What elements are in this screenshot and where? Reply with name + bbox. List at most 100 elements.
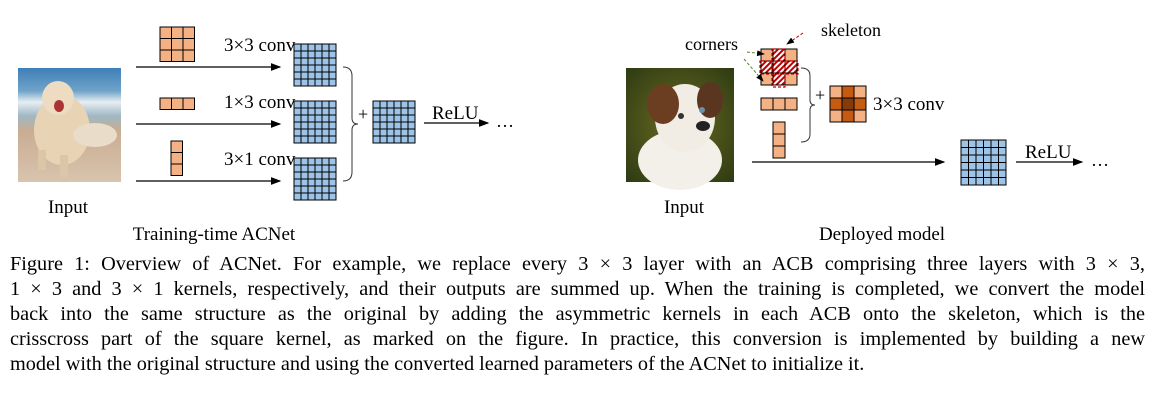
grid-cell: [171, 38, 184, 51]
grid-cell: [300, 164, 309, 173]
grid-cell: [314, 185, 323, 194]
grid-cell: [328, 78, 337, 87]
grid-cell: [990, 162, 999, 171]
caption-line: 1 × 3 and 3 × 1 kernels, respectively, a…: [10, 278, 1145, 300]
grid-cell: [307, 100, 316, 109]
grid-cell: [314, 128, 323, 137]
grid-cell: [990, 177, 999, 186]
branch-3x3: 3×3 conv: [136, 26, 296, 71]
grid-cell: [975, 139, 984, 148]
grid-cell: [307, 121, 316, 130]
grid-cell: [328, 107, 337, 116]
grid-cell: [372, 114, 381, 123]
grid-cell: [293, 135, 302, 144]
grid-cell: [328, 57, 337, 66]
grid-cell: [300, 71, 309, 80]
grid-cell: [314, 178, 323, 187]
grid-cell: [300, 171, 309, 180]
grid-cell: [983, 147, 992, 156]
grid-cell: [182, 26, 195, 39]
grid-cell: [314, 107, 323, 116]
grid-cell: [407, 107, 416, 116]
grid-cell: [328, 135, 337, 144]
grid-cell: [300, 192, 309, 201]
grid-cell: [321, 78, 330, 87]
grid-cell: [960, 139, 969, 148]
grid-cell: [829, 85, 843, 99]
grid-cell: [307, 135, 316, 144]
grid-cell: [293, 100, 302, 109]
kernel-3x1-icon: [772, 121, 786, 159]
grid-cell: [386, 100, 395, 109]
grid-cell: [990, 139, 999, 148]
grid-cell: [293, 71, 302, 80]
grid-cell: [300, 185, 309, 194]
grid-cell: [407, 135, 416, 144]
grid-cell: [307, 43, 316, 52]
grid-cell: [393, 107, 402, 116]
feature-map: [293, 43, 337, 87]
kernel-3x3-icon: [159, 26, 195, 62]
grid-cell: [307, 128, 316, 137]
grid-cell: [328, 43, 337, 52]
grid-cell: [293, 171, 302, 180]
grid-cell: [372, 128, 381, 137]
branch-3x1: 3×1 conv: [136, 140, 296, 185]
branch-label-1x3: 1×3 conv: [224, 92, 296, 113]
grid-cell: [983, 154, 992, 163]
grid-cell: [841, 97, 855, 111]
kernel-1x3-icon: [159, 97, 195, 110]
ellipsis: …: [1091, 150, 1109, 170]
caption-line: crisscross part of the square kernel, as…: [10, 328, 1145, 350]
grid-cell: [321, 107, 330, 116]
branch-label-3x3: 3×3 conv: [224, 35, 296, 56]
input-image-australian-shepherd: [626, 68, 734, 190]
grid-cell: [400, 128, 409, 137]
kernel-3x1-icon: [170, 140, 183, 176]
plus-sign: +: [358, 104, 368, 124]
grid-cell: [314, 135, 323, 144]
grid-cell: [968, 169, 977, 178]
grid-cell: [772, 121, 786, 135]
grid-cell: [983, 162, 992, 171]
grid-cell: [760, 72, 774, 86]
grid-cell: [960, 169, 969, 178]
grid-cell: [998, 162, 1007, 171]
grid-cell: [379, 135, 388, 144]
grid-cell: [293, 192, 302, 201]
grid-cell: [968, 177, 977, 186]
panel-title-deployed: Deployed model: [819, 224, 945, 245]
grid-cell: [293, 185, 302, 194]
grid-cell: [314, 157, 323, 166]
grid-cell: [307, 185, 316, 194]
grid-cell: [784, 97, 798, 111]
grid-cell: [300, 50, 309, 59]
grid-cell: [314, 64, 323, 73]
grid-cell: [328, 178, 337, 187]
grid-cell: [314, 43, 323, 52]
grid-cell: [853, 85, 867, 99]
feature-map: [293, 157, 337, 201]
grid-cell: [772, 145, 786, 159]
caption-line: back into the same structure as the orig…: [10, 303, 1145, 325]
grid-cell: [386, 135, 395, 144]
grid-cell: [328, 192, 337, 201]
figure-diagram: 3×3 conv 1×3 conv 3×1 conv + ReLU … Inpu…: [18, 20, 1109, 245]
grid-cell: [400, 114, 409, 123]
grid-cell: [400, 135, 409, 144]
grid-cell: [998, 139, 1007, 148]
grid-cell: [393, 114, 402, 123]
grid-cell: [300, 107, 309, 116]
grid-cell: [293, 64, 302, 73]
grid-cell: [983, 169, 992, 178]
grid-cell: [990, 154, 999, 163]
grid-cell: [321, 100, 330, 109]
grid-cell: [772, 133, 786, 147]
grid-cell: [307, 107, 316, 116]
grid-cell: [293, 107, 302, 116]
grid-cell: [182, 97, 195, 110]
grid-cell: [400, 107, 409, 116]
grid-cell: [307, 114, 316, 123]
grid-cell: [307, 50, 316, 59]
grid-cell: [314, 121, 323, 130]
